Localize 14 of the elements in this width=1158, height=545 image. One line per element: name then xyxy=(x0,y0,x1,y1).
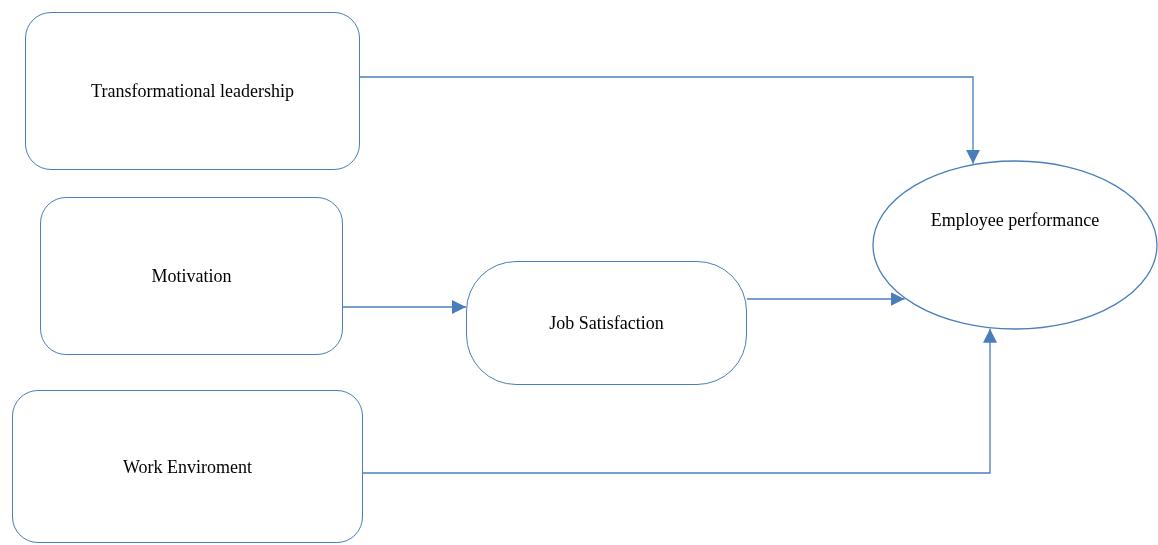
arrow xyxy=(746,292,906,306)
node-label: Transformational leadership xyxy=(90,79,295,103)
ellipse-node xyxy=(872,160,1158,330)
arrow xyxy=(342,300,467,314)
node-label: Work Enviroment xyxy=(122,455,253,479)
rounded-box xyxy=(12,390,363,543)
rounded-process-box xyxy=(466,261,747,385)
node-label: Employee performance xyxy=(929,209,1101,232)
node-label: Job Satisfaction xyxy=(548,312,665,335)
arrow xyxy=(359,76,980,165)
rounded-box xyxy=(25,12,360,170)
rounded-box xyxy=(40,197,343,355)
node-label: Motivation xyxy=(150,265,233,288)
arrow xyxy=(362,328,997,474)
